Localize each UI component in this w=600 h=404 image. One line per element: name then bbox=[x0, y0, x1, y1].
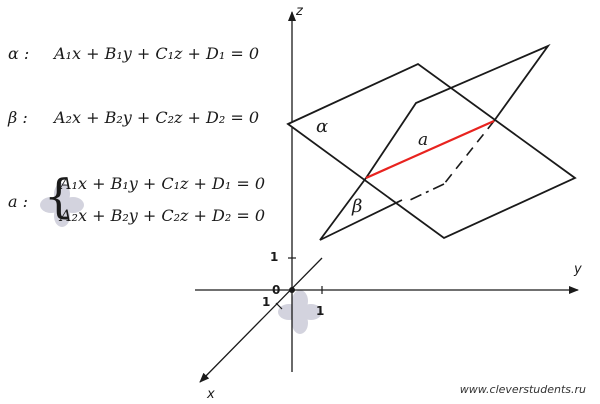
y-axis-label: y bbox=[574, 262, 582, 277]
plane-beta-label: β bbox=[352, 196, 363, 217]
origin-label: 0 bbox=[272, 283, 281, 297]
plane-alpha bbox=[286, 62, 577, 240]
line-a-label-diagram: a bbox=[418, 130, 429, 150]
x-tick bbox=[275, 302, 283, 310]
watermark-text: www.cleverstudents.ru bbox=[459, 383, 586, 396]
plane-beta-upper-edge bbox=[365, 43, 551, 179]
plane-alpha-label: α bbox=[316, 116, 329, 137]
intersection-line-a bbox=[365, 119, 495, 180]
x-axis-label: x bbox=[207, 387, 215, 402]
alpha-label: α : bbox=[8, 44, 30, 63]
plane-beta-hidden-edge-dashdot bbox=[409, 183, 445, 201]
beta-equation: A₂x + B₂y + C₂z + D₂ = 0 bbox=[54, 108, 260, 127]
line-a-label: a : bbox=[8, 192, 29, 211]
plane-beta-hidden-edge bbox=[443, 120, 495, 185]
alpha-equation: A₁x + B₁y + C₁z + D₁ = 0 bbox=[54, 44, 260, 63]
beta-label: β : bbox=[8, 108, 28, 127]
system-equation-2: A₂x + B₂y + C₂z + D₂ = 0 bbox=[60, 206, 266, 225]
z-tick-label: 1 bbox=[270, 250, 279, 264]
system-equation-1: A₁x + B₁y + C₁z + D₁ = 0 bbox=[60, 174, 266, 193]
plane-beta-lower-edge bbox=[319, 177, 403, 241]
origin-point bbox=[289, 287, 295, 293]
x-axis bbox=[199, 257, 323, 383]
y-tick-label: 1 bbox=[316, 304, 325, 318]
x-tick-label: 1 bbox=[262, 295, 271, 309]
system-brace: { bbox=[44, 169, 74, 223]
z-axis-label: z bbox=[296, 4, 303, 19]
